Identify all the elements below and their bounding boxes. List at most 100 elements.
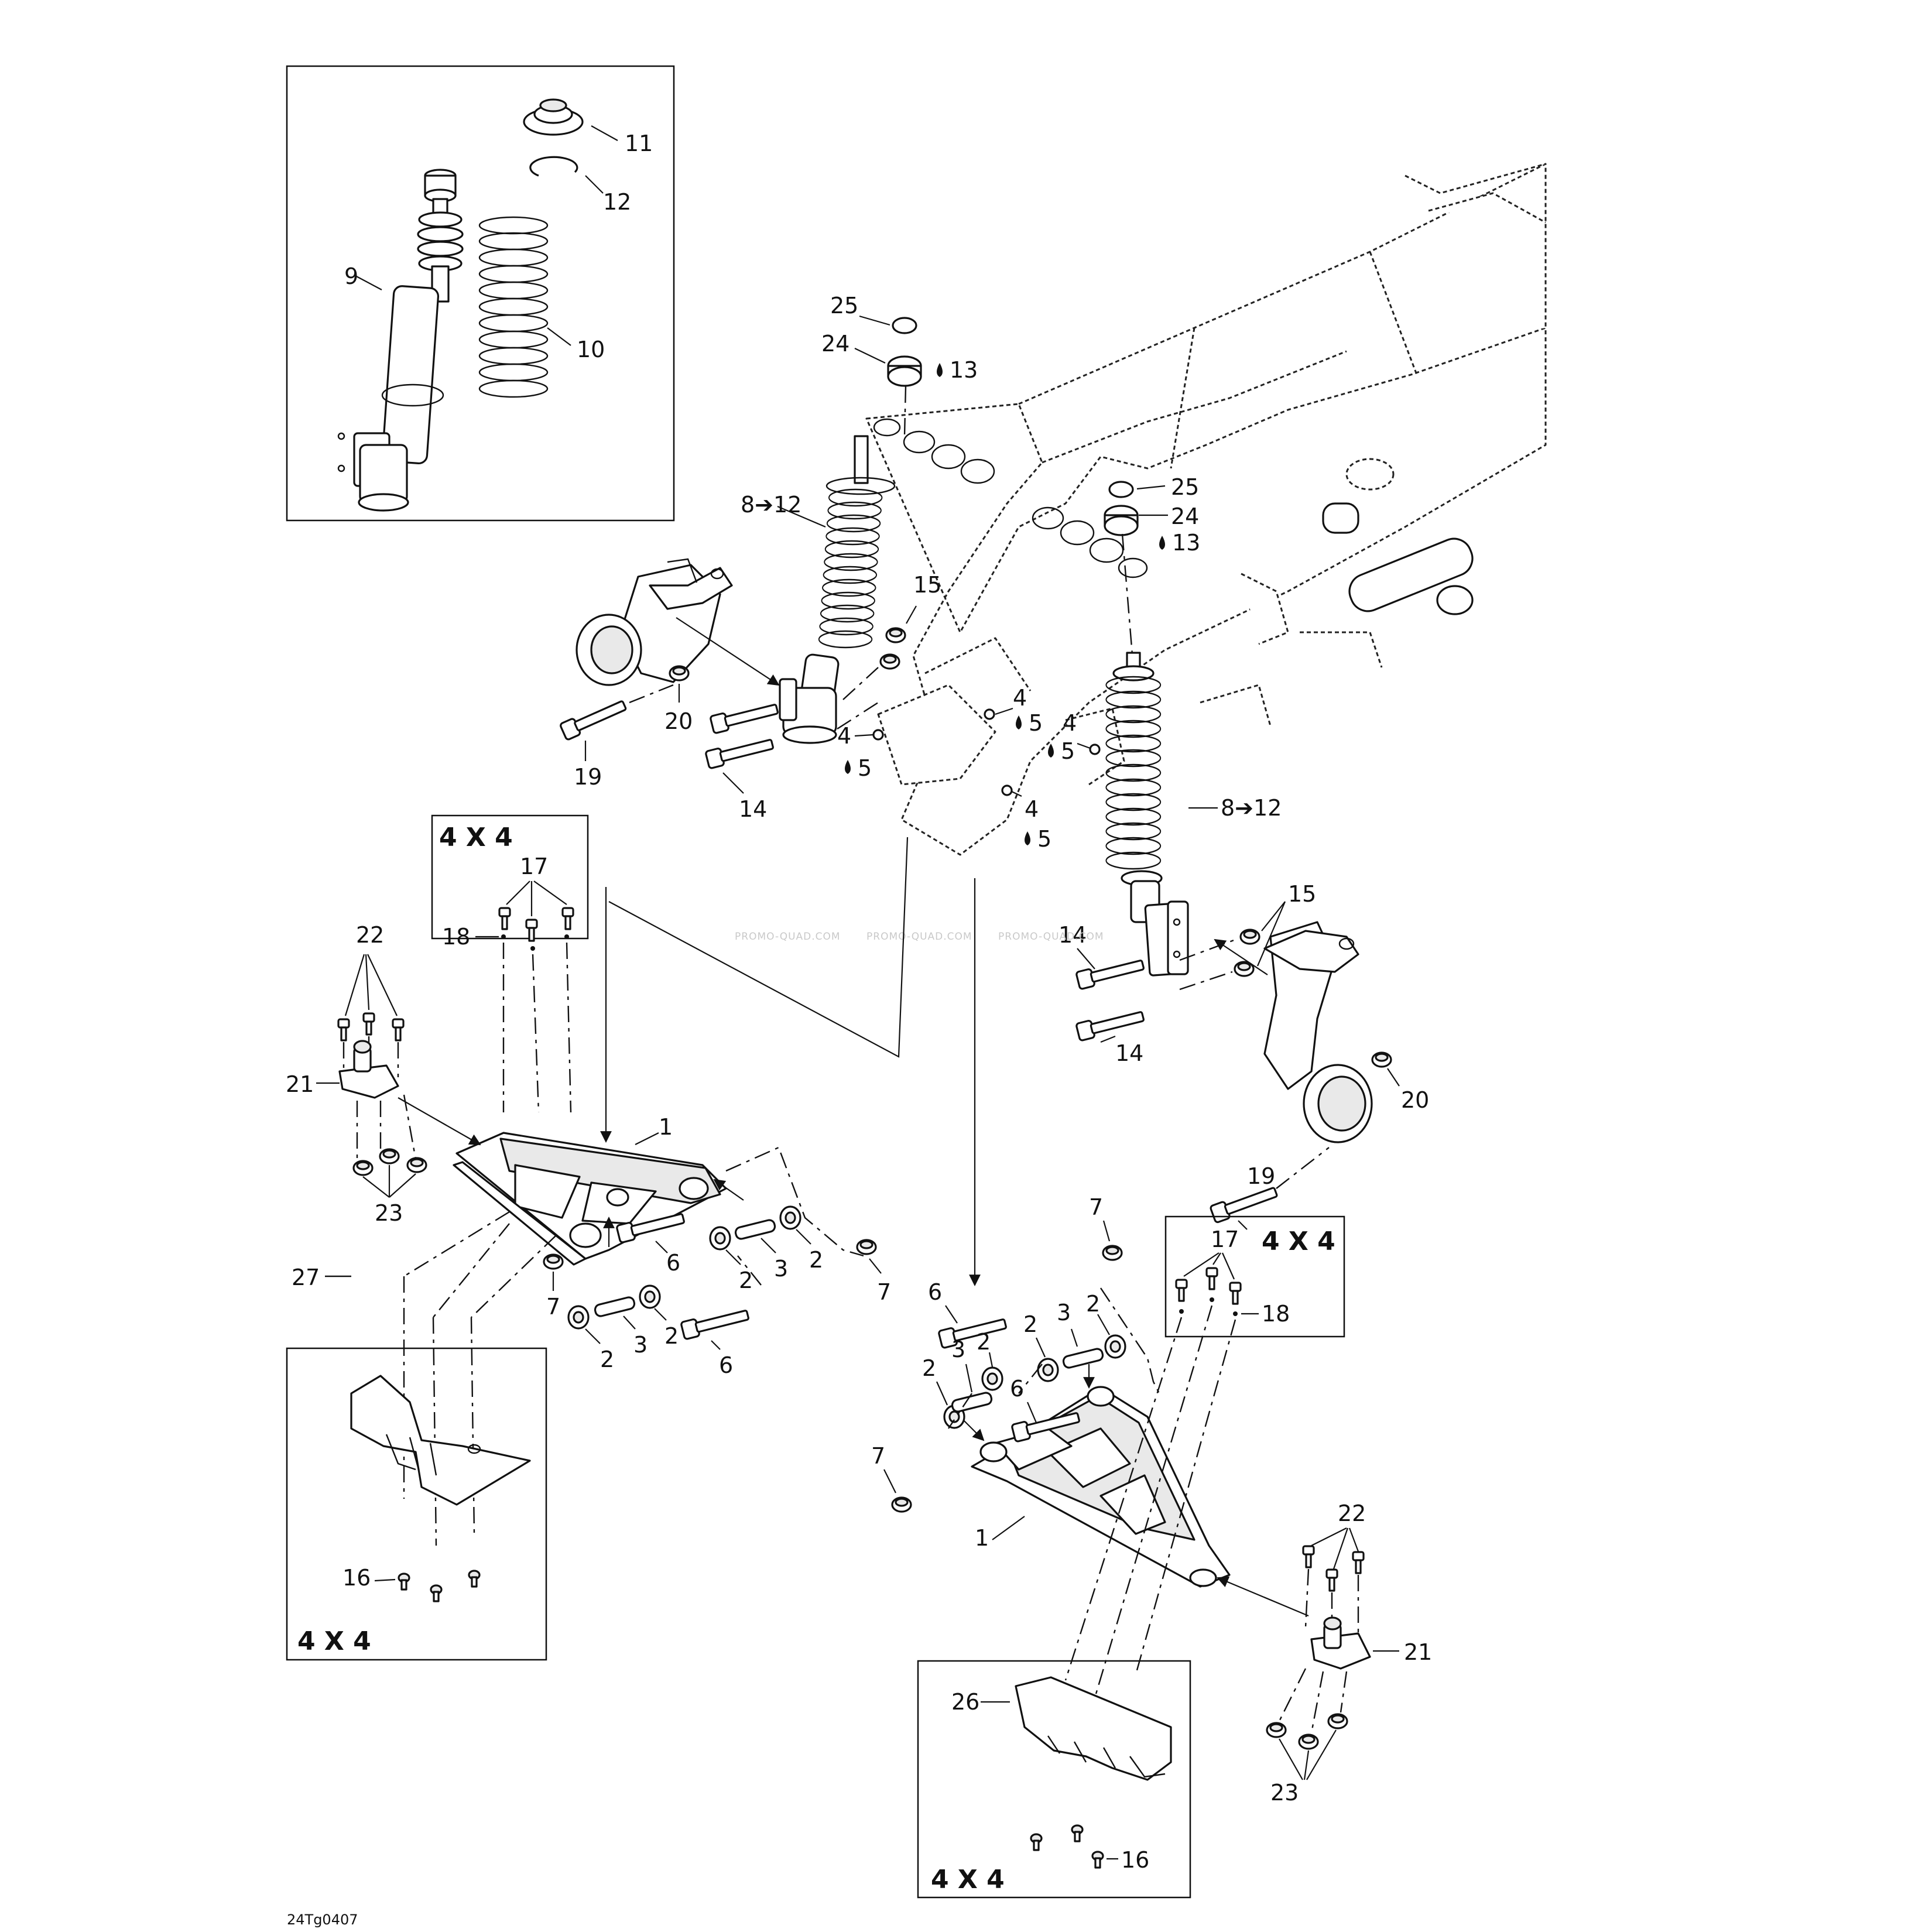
nut-15-left-lower — [879, 653, 900, 670]
callout-17-right: 17 — [1211, 1227, 1239, 1252]
sleeve-3-left-b — [592, 1295, 637, 1318]
callout-16-left: 16 — [342, 1565, 371, 1591]
stud-17-b — [525, 919, 538, 942]
grease-drop-icon — [1048, 744, 1054, 758]
callout-6-left-a: 6 — [666, 1250, 680, 1276]
callout-20-right: 20 — [1401, 1087, 1429, 1113]
bushing-2-left-c — [567, 1305, 590, 1330]
callout-21-right: 21 — [1404, 1639, 1432, 1665]
bushing-2-left-d — [639, 1284, 661, 1309]
screw-16-left-b — [430, 1584, 443, 1602]
nut-7-left-a — [543, 1253, 564, 1270]
nut-23-left-a — [352, 1160, 374, 1176]
bolt-19-left — [559, 696, 629, 741]
bushing-2-right-a — [1037, 1358, 1059, 1382]
nut-7-right-b — [891, 1496, 912, 1513]
callout-23-left: 23 — [375, 1200, 403, 1226]
callout-2-right-d: 2 — [977, 1329, 991, 1355]
callout-18-left: 18 — [442, 924, 470, 950]
callout-6-left-b: 6 — [719, 1352, 733, 1378]
nut-15-right-lower — [1234, 961, 1255, 977]
sleeve-3-left-a — [733, 1218, 777, 1241]
spring-seat — [523, 98, 584, 136]
left-ball-joint — [316, 954, 427, 1198]
grease-drop-icon — [845, 760, 851, 774]
callout-22-right: 22 — [1338, 1501, 1366, 1526]
callout-25-top-right: 25 — [1171, 474, 1199, 500]
callout-5-b: 5 — [1029, 710, 1043, 736]
callout-2-right-c: 2 — [922, 1355, 936, 1381]
bushing-2-left-b — [779, 1205, 801, 1230]
callout-27: 27 — [292, 1265, 320, 1290]
grease-drop-icon — [1159, 536, 1165, 550]
shock-detail-frame — [286, 65, 675, 522]
stud-17-c — [561, 907, 574, 930]
watermark-2: PROMO-QUAD.COM — [866, 931, 972, 943]
bolt-14-right-upper — [1075, 955, 1146, 991]
callout-2-left-c: 2 — [600, 1347, 614, 1372]
left-shock-assembly — [779, 435, 896, 744]
shock-absorber — [337, 169, 464, 512]
shock-detail-box: 11 12 9 10 — [286, 65, 675, 522]
nut-23-left-c — [406, 1157, 427, 1173]
callout-10: 10 — [577, 337, 605, 362]
callout-12: 12 — [603, 189, 631, 215]
callout-3-left-b: 3 — [633, 1332, 648, 1358]
nut-7-left-b — [856, 1239, 877, 1255]
callout-7-right-a: 7 — [1089, 1194, 1103, 1220]
vehicle-frame — [865, 163, 1547, 856]
grease-drop-icon — [937, 363, 943, 377]
bolt-14-left-upper — [709, 699, 780, 735]
bolt-6-left-b — [680, 1305, 751, 1341]
screw-16-left-a — [398, 1573, 410, 1591]
spring-retainer — [529, 156, 578, 177]
top-mount-left — [854, 315, 922, 437]
bolt-14-right-lower — [1075, 1006, 1146, 1042]
callout-2-left-b: 2 — [809, 1247, 823, 1273]
variant-label-left-bottom: 4 X 4 — [297, 1626, 371, 1656]
callout-7-left-a: 7 — [546, 1294, 560, 1320]
screw-16-left-c — [468, 1570, 481, 1588]
nut-23-right-c — [1327, 1713, 1348, 1729]
drawing-code: 24Tg0407 — [287, 1912, 358, 1928]
bolt-22-right-c — [1352, 1551, 1365, 1574]
right-skid-plate-box: 4 X 4 — [917, 1660, 1191, 1899]
grease-drop-icon — [1025, 831, 1030, 845]
stud-17-d — [1175, 1279, 1188, 1302]
callout-14-left: 14 — [739, 796, 767, 822]
nut-20-left — [669, 665, 690, 681]
callout-2-left-a: 2 — [739, 1268, 753, 1293]
callout-7-right-b: 7 — [871, 1443, 885, 1469]
right-ball-joint — [1266, 1527, 1399, 1780]
nut-7-right-a — [1102, 1245, 1123, 1261]
callout-4-c: 4 — [1063, 710, 1077, 736]
callout-8-12-left: 8➔12 — [741, 492, 801, 518]
bolt-14-left-lower — [704, 734, 776, 770]
callout-2-right-a: 2 — [1023, 1311, 1037, 1337]
frame-tube — [1322, 458, 1474, 615]
variant-label-right-top: 4 X 4 — [1262, 1227, 1335, 1256]
bolt-22-left-c — [392, 1018, 405, 1042]
callout-13-top-right: 13 — [1172, 530, 1200, 556]
callout-6-right-a: 6 — [928, 1279, 942, 1305]
bolt-22-left-b — [362, 1012, 375, 1036]
bolt-6-right-a — [937, 1314, 1009, 1349]
screw-16-right-b — [1071, 1824, 1084, 1842]
watermark-1: PROMO-QUAD.COM — [735, 931, 841, 943]
bolt-22-right-a — [1302, 1545, 1315, 1568]
callout-3-left-a: 3 — [774, 1256, 788, 1282]
callout-21-left: 21 — [286, 1071, 314, 1097]
grease-drop-icon — [1016, 715, 1022, 729]
stud-17-f — [1229, 1282, 1242, 1305]
screw-16-right-c — [1091, 1851, 1104, 1869]
callout-4-d: 4 — [1025, 796, 1039, 822]
watermark-3: PROMO-QUAD.COM — [998, 931, 1104, 943]
callout-14-right-upper: 14 — [1059, 922, 1087, 948]
sleeve-3-right-b — [950, 1390, 994, 1414]
callout-15-left: 15 — [913, 572, 941, 598]
variant-label-right-bottom: 4 X 4 — [931, 1865, 1005, 1895]
right-a-arm — [971, 1386, 1231, 1588]
callout-19-left: 19 — [574, 764, 602, 790]
callout-2-right-b: 2 — [1086, 1291, 1100, 1317]
